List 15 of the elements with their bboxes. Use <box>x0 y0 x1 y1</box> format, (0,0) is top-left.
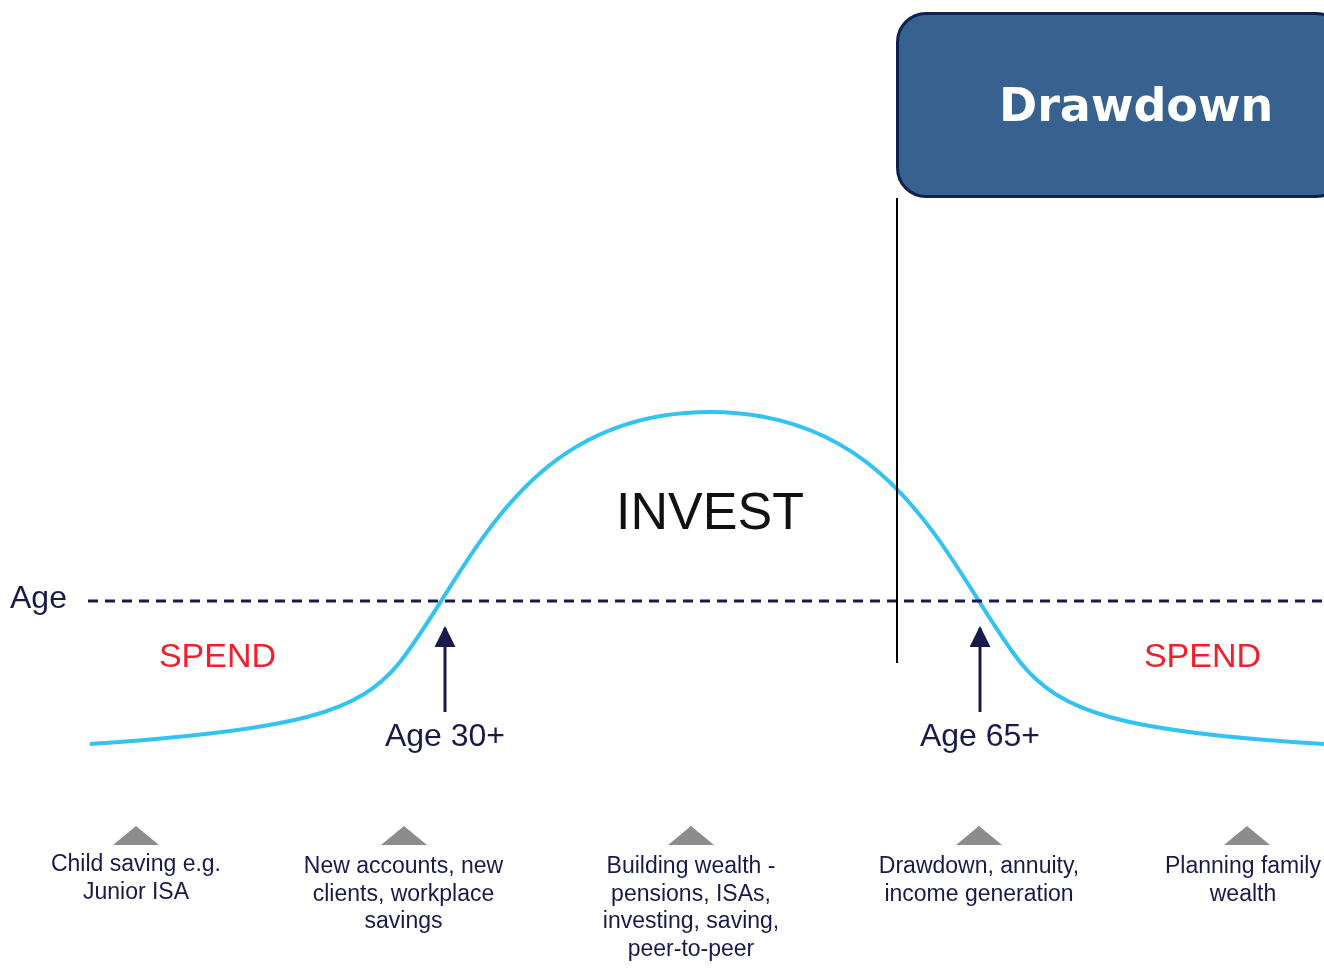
stage-description: Planning family wealth <box>1164 852 1322 908</box>
section-title: INVEST <box>615 481 805 542</box>
phase-label: SPEND <box>157 635 278 676</box>
axis-label: Age <box>10 578 68 617</box>
stage-description: Drawdown, annuity, income generation <box>877 852 1081 908</box>
connector-line <box>896 197 898 664</box>
phase-label: SPEND <box>1142 635 1263 676</box>
age-label: Age 65+ <box>900 716 1060 756</box>
stage-description: Child saving e.g. Junior ISA <box>49 850 222 906</box>
arrow <box>969 625 991 712</box>
arrow <box>434 625 456 712</box>
drawdown-box: Drawdown <box>896 12 1324 198</box>
age-label: Age 30+ <box>365 716 525 756</box>
stage-description: Building wealth - pensions, ISAs, investing, saving, peer-to-peer <box>601 852 781 963</box>
stage-description: New accounts, new clients, workplace savings <box>302 852 505 935</box>
